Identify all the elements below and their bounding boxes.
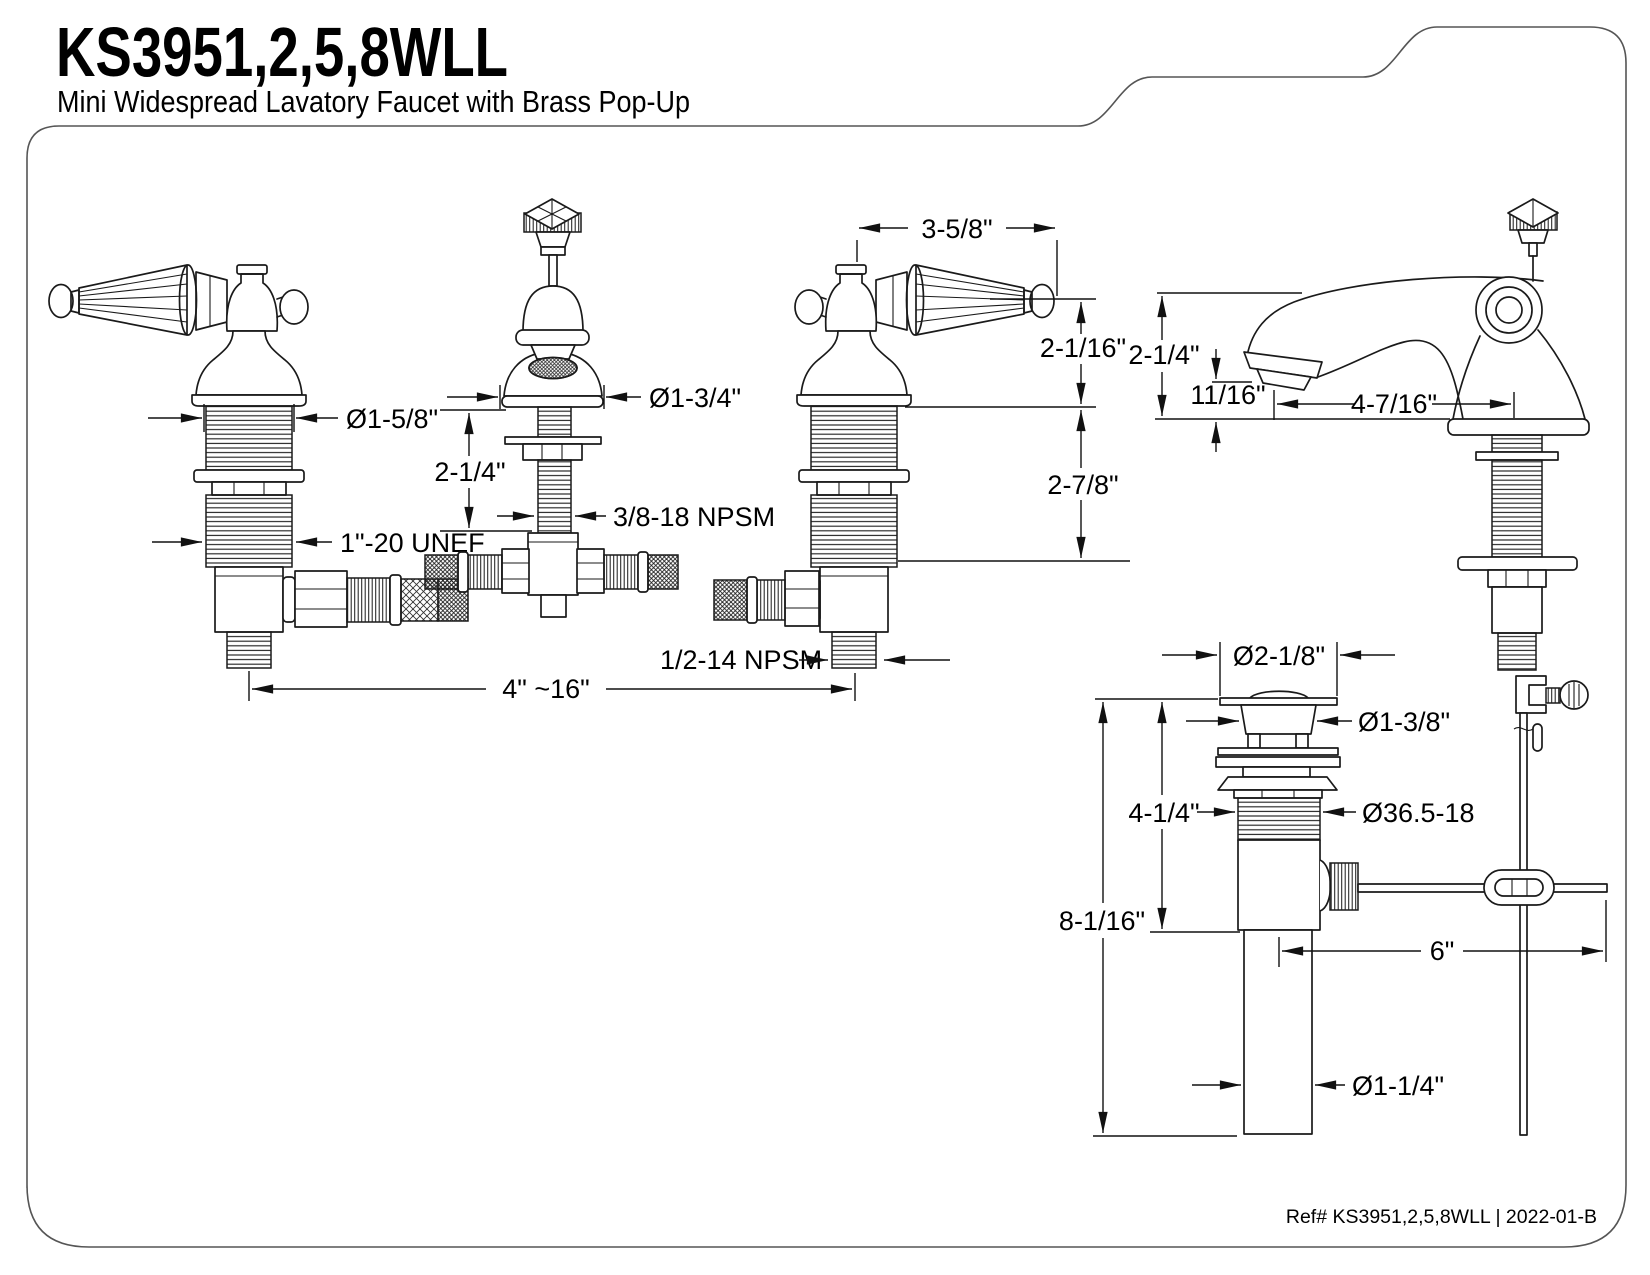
drawing-border	[26, 26, 1627, 1248]
dim-base-diameter: Ø1-3/4"	[649, 383, 741, 413]
dim-stopper-diameter: Ø1-3/8"	[1358, 707, 1450, 737]
dim-handle-length: 3-5/8"	[921, 214, 992, 244]
pop-up-drain-view	[1215, 690, 1608, 1135]
dim-tailpipe-diameter: Ø1-1/4"	[1352, 1071, 1444, 1101]
dim-shank-below-deck: 2-7/8"	[1047, 470, 1118, 500]
dim-supply-outlet-thread: 1/2-14 NPSM	[660, 645, 822, 675]
spout-profile-dimensions: 2-1/4" 11/16" 4-7/16"	[1128, 292, 1515, 452]
spout-profile-view	[1243, 198, 1590, 1136]
page-subtitle: Mini Widespread Lavatory Faucet with Bra…	[57, 84, 690, 119]
faucet-spread-dimension: 4" ~16"	[248, 671, 856, 704]
page-title: KS3951,2,5,8WLL	[56, 13, 508, 91]
pop-up-drain-dimensions: Ø2-1/8" Ø1-3/8" Ø36.5-18 4-1/4" 8-1/16" …	[1059, 641, 1607, 1137]
dim-flange-diameter: Ø2-1/8"	[1233, 641, 1325, 671]
dim-body-thread: Ø36.5-18	[1362, 798, 1475, 828]
dim-height-above-deck: 2-1/16"	[1040, 333, 1126, 363]
dim-spout-reach: 4-7/16"	[1351, 389, 1437, 419]
dim-faucet-spread: 4" ~16"	[502, 674, 590, 704]
dim-spout-height: 2-1/4"	[1128, 340, 1199, 370]
right-handle-valve-view: 3-5/8" 2-1/16" 2-7/8" 1/2-14 NPSM	[660, 214, 1130, 675]
dim-pivot-rod-length: 6"	[1430, 936, 1455, 966]
title-block: KS3951,2,5,8WLL Mini Widespread Lavatory…	[56, 13, 690, 119]
reference-note: Ref# KS3951,2,5,8WLL | 2022-01-B	[1286, 1206, 1597, 1228]
left-handle-valve-view: Ø1-5/8" 1"-20 UNEF	[48, 264, 485, 669]
dim-spout-shank-thread: 3/8-18 NPSM	[613, 502, 775, 532]
dim-escutcheon-diameter: Ø1-5/8"	[346, 404, 438, 434]
center-spout-view: Ø1-3/4" 2-1/4" 3/8-18 NPSM	[424, 198, 775, 618]
dim-upper-body-length: 4-1/4"	[1128, 798, 1199, 828]
dim-aerator-clearance: 11/16"	[1190, 380, 1265, 410]
dim-deck-thickness: 2-1/4"	[434, 457, 505, 487]
dim-overall-length: 8-1/16"	[1059, 906, 1145, 936]
